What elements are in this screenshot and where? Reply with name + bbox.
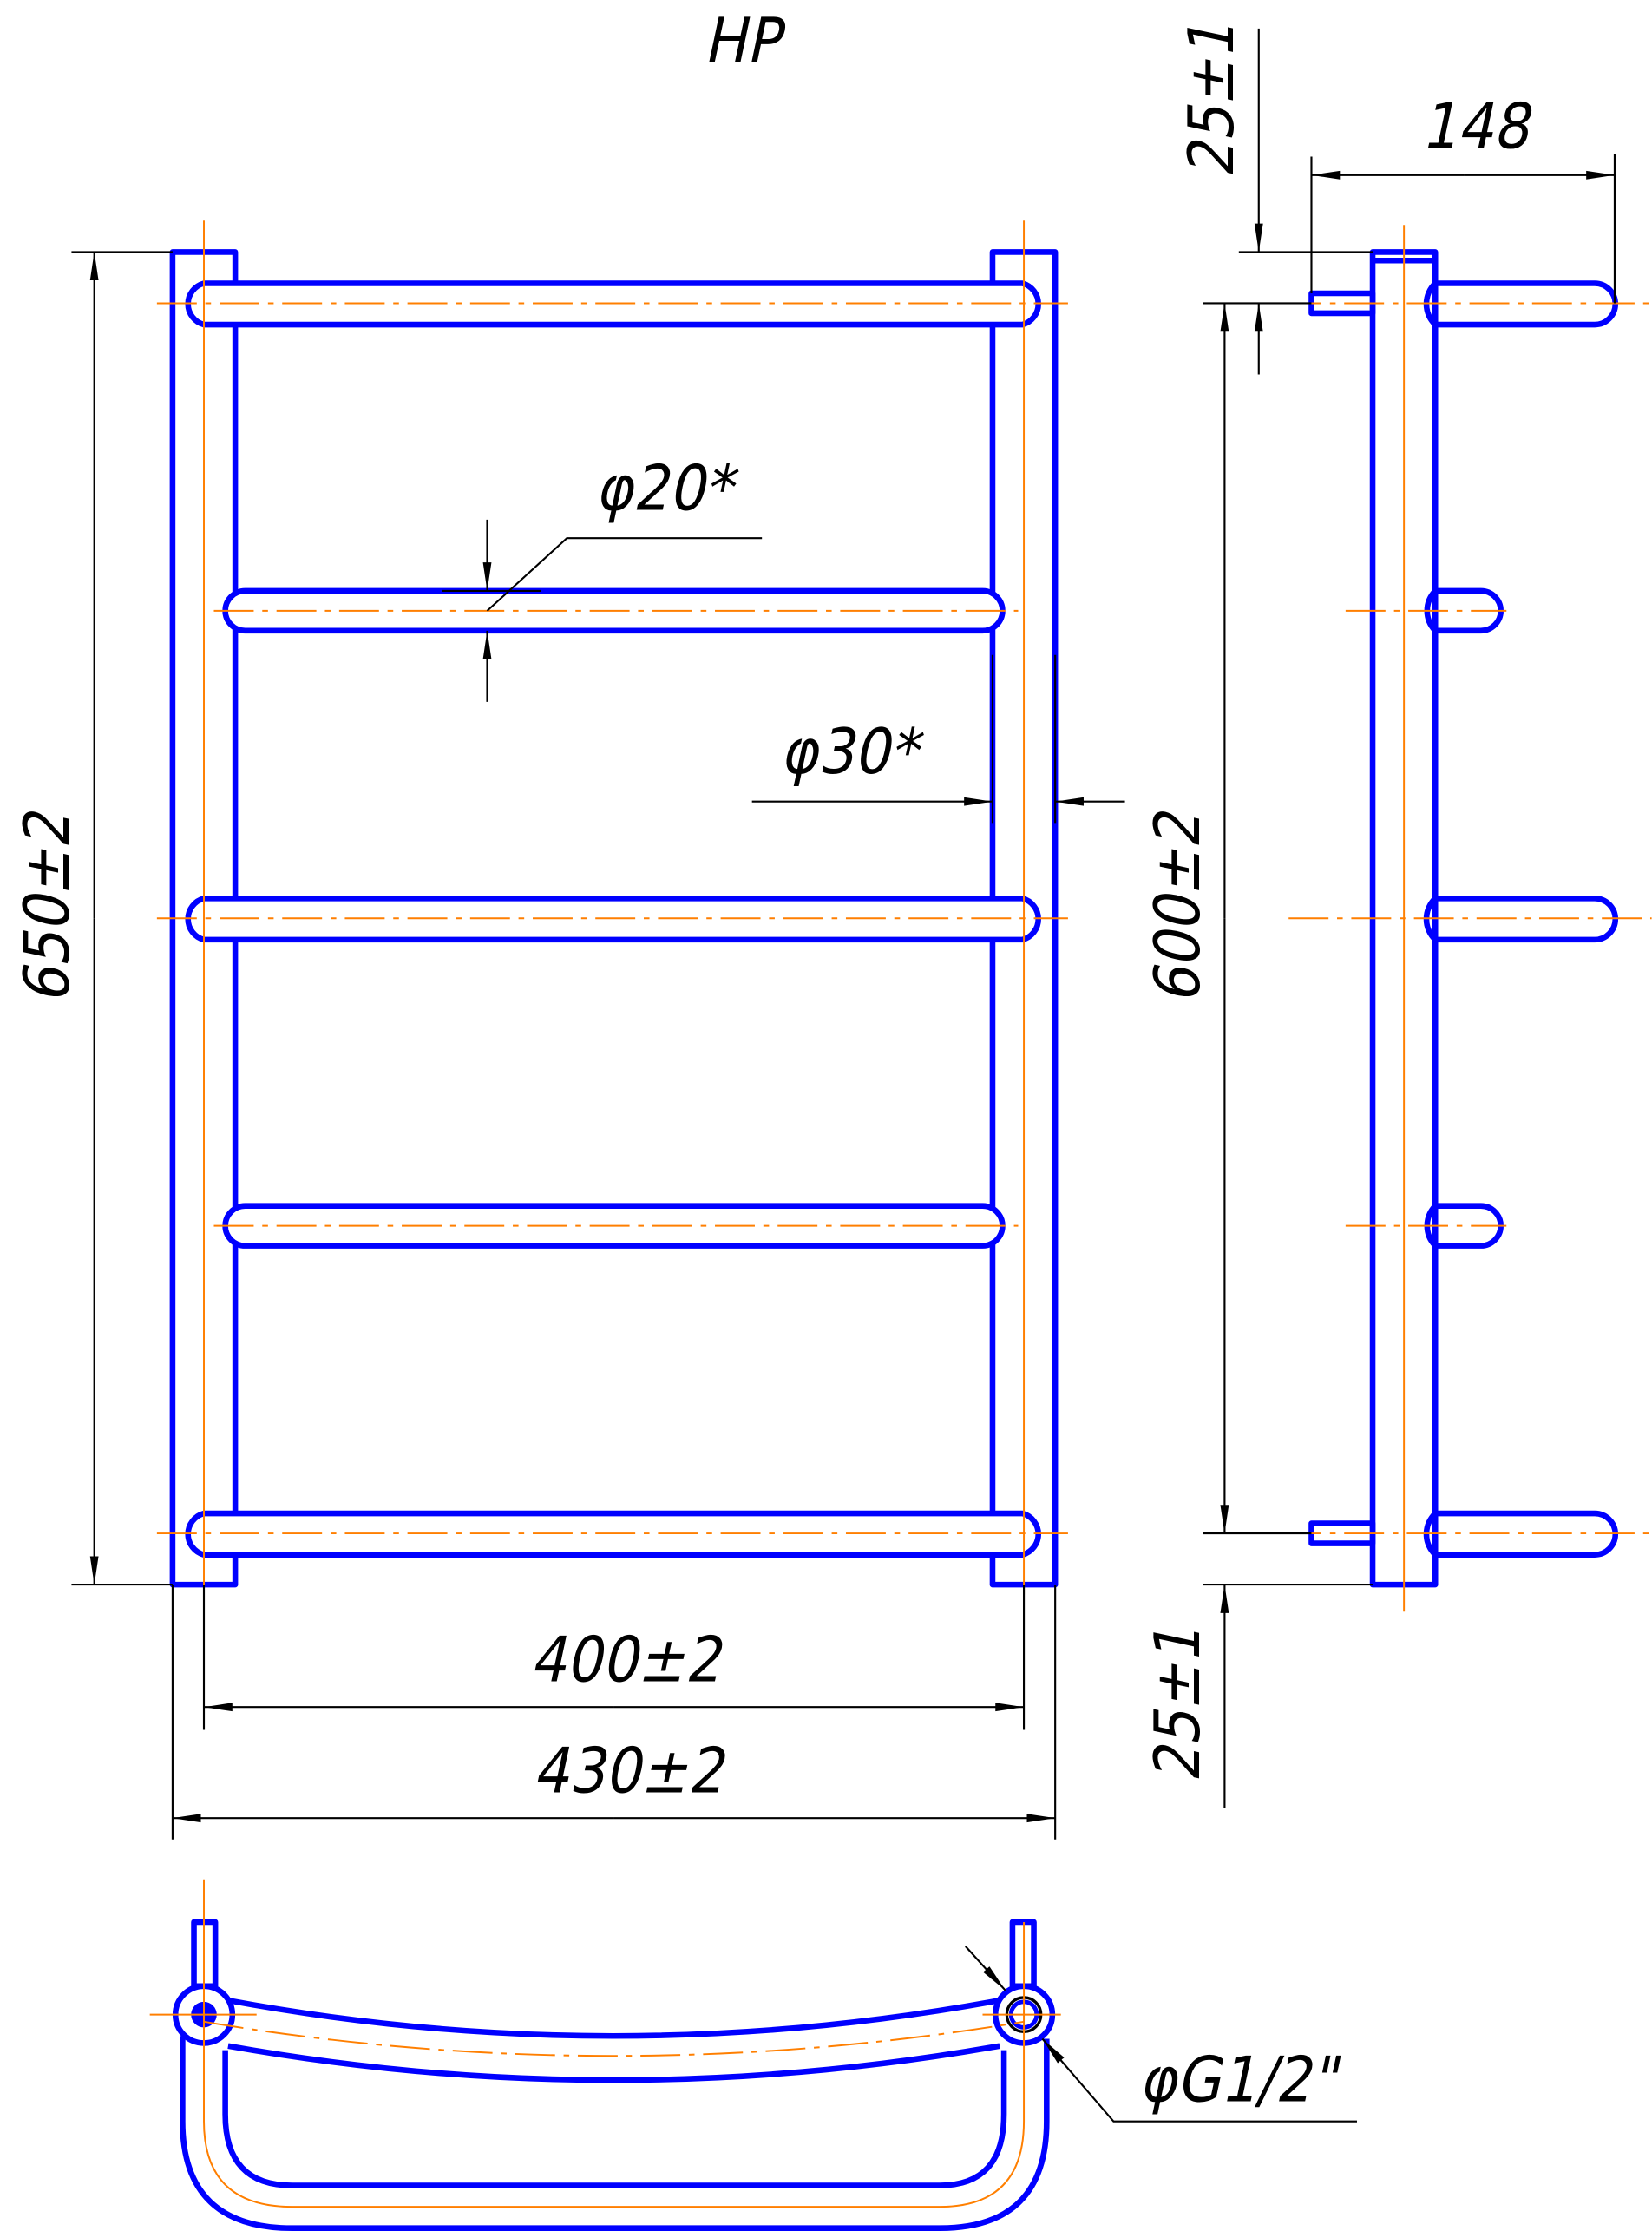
svg-text:650±2: 650±2: [11, 801, 84, 1007]
dim-400: 400±2: [202, 1585, 1026, 1730]
dim-g12: φG1/2": [964, 1946, 1357, 2123]
svg-text:φ20*: φ20*: [592, 452, 744, 525]
svg-text:φG1/2": φG1/2": [1136, 2044, 1348, 2116]
dim-phi20: φ20*: [442, 452, 763, 702]
dim-25-bottom: 25±1: [1142, 1584, 1373, 1808]
dim-430: 430±2: [171, 1585, 1057, 1840]
drawing-title: HP: [700, 5, 792, 78]
dim-phi30: φ30*: [751, 654, 1125, 824]
dim-148: 148: [1310, 90, 1616, 304]
svg-text:600±2: 600±2: [1142, 801, 1215, 1007]
svg-text:148: 148: [1418, 90, 1541, 163]
svg-text:400±2: 400±2: [527, 1624, 733, 1696]
svg-text:25±1: 25±1: [1176, 11, 1249, 181]
dim-600: 600±2: [1142, 303, 1312, 1535]
plan-view: [149, 1879, 1061, 2231]
side-view: [1282, 225, 1652, 1612]
svg-text:φ30*: φ30*: [777, 716, 930, 789]
svg-text:25±1: 25±1: [1142, 1616, 1215, 1786]
front-view: [156, 220, 1068, 1595]
dim-650: 650±2: [11, 251, 173, 1586]
dim-25-top: 25±1: [1176, 11, 1373, 375]
svg-text:430±2: 430±2: [529, 1735, 736, 1808]
